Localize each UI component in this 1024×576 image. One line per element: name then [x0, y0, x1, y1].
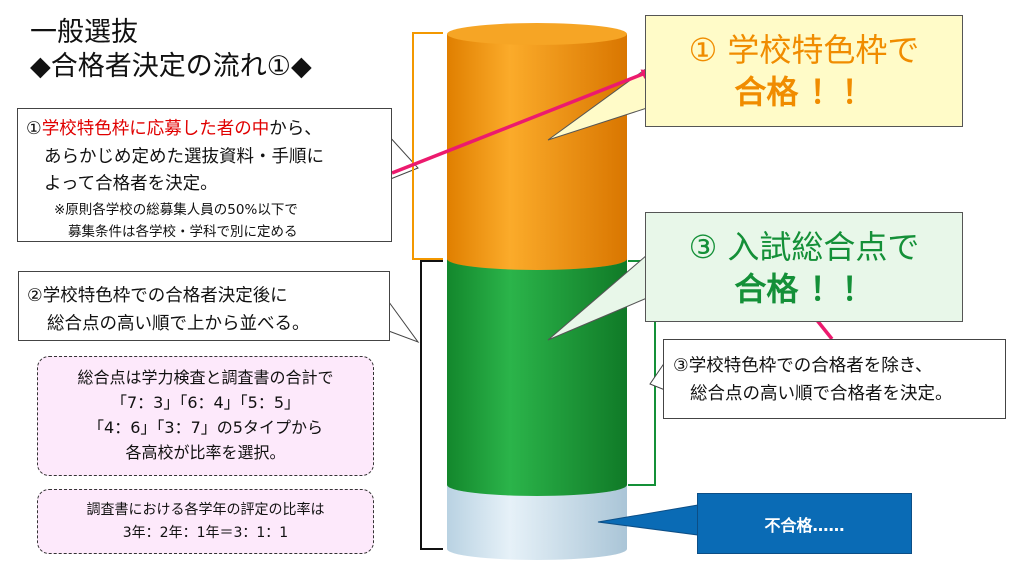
callout-1-line-3: よって合格者を決定。	[44, 174, 218, 194]
callout-ranking: ②学校特色枠での合格者決定後に 総合点の高い順で上から並べる。	[18, 271, 390, 341]
callout-1-suffix: から、	[269, 119, 322, 139]
callout-1-line-1: ①学校特色枠に応募した者の中から、	[26, 115, 322, 140]
note-ratio-line-3: 「4：6」「3：7」の5タイプから	[88, 418, 323, 437]
cylinder-segment-fail	[447, 485, 627, 560]
pink-arrow-1	[391, 69, 652, 175]
note-ratio-line-4: 各高校が比率を選択。	[125, 443, 286, 462]
note-ratio-line-1: 総合点は学力検査と調査書の合計で	[77, 368, 334, 387]
note-grade-line-1: 調査書における各学年の評定の比率は	[86, 502, 325, 518]
banner-special-quota-pass: ① 学校特色枠で 合格 ！！	[645, 15, 963, 127]
page-subtitle: ◆合格者決定の流れ①◆	[30, 51, 312, 82]
banner-3-line-2: 合格 ！！	[734, 270, 874, 308]
fail-label: 不合格……	[764, 515, 845, 535]
banner-3-line-1: ③ 入試総合点で	[688, 228, 920, 266]
callout-special-quota: ①学校特色枠に応募した者の中から、 あらかじめ定めた選抜資料・手順に よって合格…	[17, 108, 392, 242]
banner-1-line-1: ① 学校特色枠で	[688, 31, 920, 69]
callout-2-line-2: 総合点の高い順で上から並べる。	[47, 314, 310, 334]
bracket-black	[420, 260, 443, 550]
callout-1-note-2: 募集条件は各学校・学科で別に定める	[68, 224, 298, 240]
callout-total-score: ③学校特色枠での合格者を除き、 総合点の高い順で合格者を決定。	[663, 339, 1006, 419]
cylinder-segment-total-score	[447, 259, 627, 496]
bracket-orange	[412, 32, 443, 260]
callout-3-line-2: 総合点の高い順で合格者を決定。	[690, 384, 953, 404]
fail-label-box: 不合格……	[697, 493, 912, 554]
callout-1-highlight: 学校特色枠に応募した者の中	[41, 119, 270, 139]
note-grade-ratio: 調査書における各学年の評定の比率は 3年：2年：1年＝3：1：1	[37, 489, 374, 554]
callout-2-pointer	[385, 296, 420, 344]
callout-1-line-2: あらかじめ定めた選抜資料・手順に	[44, 147, 324, 167]
callout-2-line-1: ②学校特色枠での合格者決定後に	[27, 286, 288, 306]
page-title: 一般選抜	[30, 17, 138, 48]
banner-total-score-pass: ③ 入試総合点で 合格 ！！	[645, 212, 963, 322]
cylinder-segment-special-quota-top	[447, 23, 627, 45]
callout-1-prefix: ①	[26, 119, 42, 139]
callout-3-line-1: ③学校特色枠での合格者を除き、	[673, 356, 933, 376]
note-ratio-line-2: 「7：3」「6：4」「5：5」	[110, 393, 301, 412]
cylinder-segment-special-quota	[447, 34, 627, 270]
note-score-ratio: 総合点は学力検査と調査書の合計で 「7：3」「6：4」「5：5」 「4：6」「3…	[37, 356, 374, 476]
banner-1-line-2: 合格 ！！	[734, 73, 874, 111]
note-grade-line-2: 3年：2年：1年＝3：1：1	[122, 525, 289, 541]
callout-1-note-1: ※原則各学校の総募集人員の50%以下で	[54, 202, 298, 218]
